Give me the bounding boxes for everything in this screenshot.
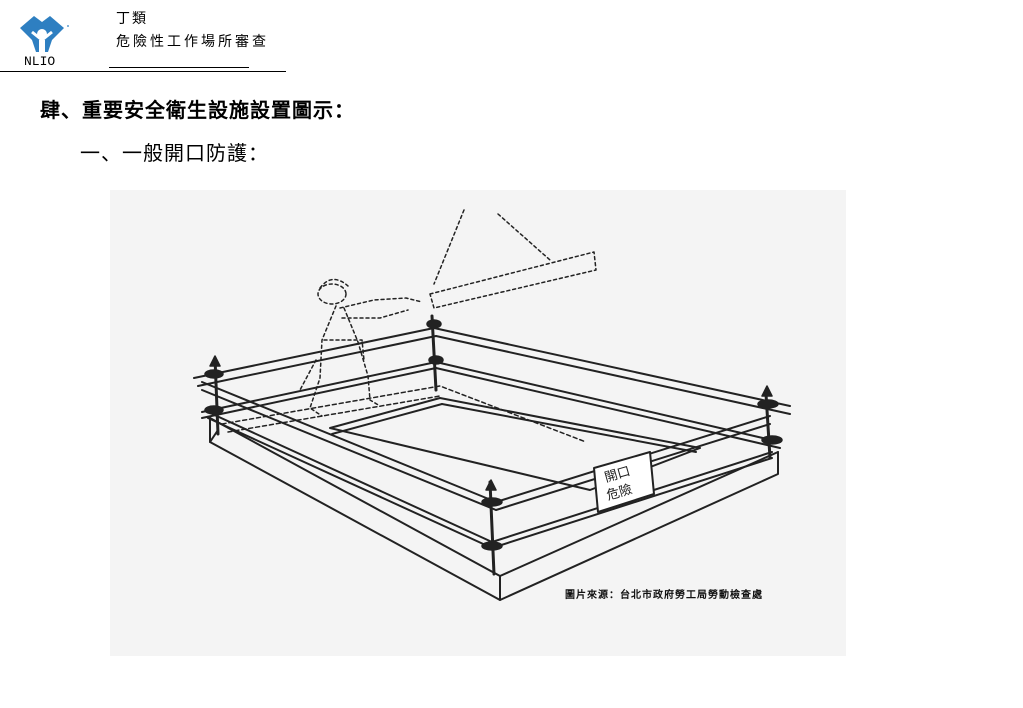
- warning-sign: [593, 451, 655, 513]
- figure-caption: 圖片來源：台北市政府勞工局勞動檢查處: [565, 590, 763, 601]
- header-divider-short: [109, 67, 249, 68]
- sign-text-bottom: 危險: [605, 482, 634, 504]
- worker-dashed-figure: [299, 209, 597, 417]
- nlio-logo: [14, 12, 70, 54]
- rail-clamps: [204, 319, 783, 551]
- floor-slab: [209, 417, 779, 601]
- sign-text-top: 開口: [603, 464, 632, 486]
- section-title: 肆、重要安全衛生設施設置圖示：: [40, 98, 355, 122]
- guardrail-mid-rails: [201, 361, 781, 549]
- header-category: 丁類: [116, 11, 148, 27]
- opening-guardrail-illustration: 開口 危險 圖片來源：台北市政府勞工局勞動檢查處: [110, 190, 846, 656]
- subsection-title: 一、一般開口防護：: [80, 141, 269, 165]
- logo-text: NLIO: [24, 54, 56, 69]
- header-divider: [0, 71, 286, 72]
- dashed-planks: [221, 385, 587, 443]
- header-title: 危險性工作場所審查: [116, 34, 269, 50]
- floor-opening: [329, 397, 701, 491]
